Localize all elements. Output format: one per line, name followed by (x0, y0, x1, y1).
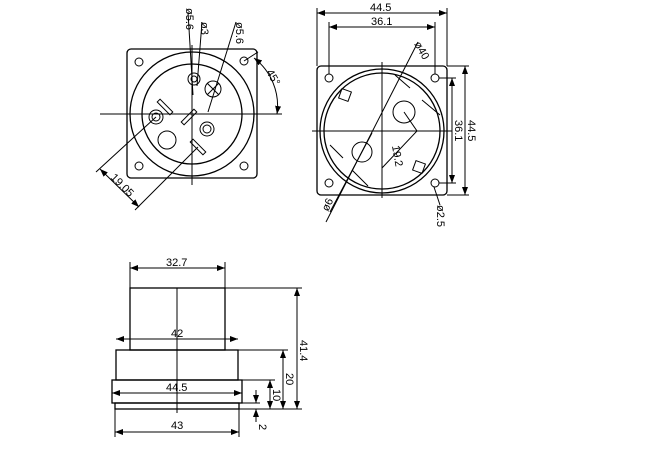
dim-flange-width: 44.5 (166, 382, 187, 394)
dim-base-height: 2 (256, 424, 268, 430)
rear-pin-hole (351, 141, 373, 163)
dim-pin-dia-c: ø5.6 (233, 22, 245, 44)
dim-flange-height: 10 (270, 389, 282, 401)
mount-hole (324, 73, 334, 83)
dim-width: 44.5 (370, 2, 391, 14)
pin-right (199, 121, 215, 137)
mount-hole (430, 73, 440, 83)
mount-hole (134, 57, 144, 67)
rear-pin-hole (392, 100, 416, 124)
dim-pin-dia-a: ø5.6 (183, 8, 195, 30)
dim-ext (134, 146, 199, 211)
leader (196, 21, 203, 87)
pin-right-inner (202, 124, 212, 134)
dim-line (99, 168, 140, 208)
dim-radius: 19.2 (389, 144, 405, 167)
rear-view: 44.5 36.1 ø40 19.2 ø6 ø2.5 36.1 44.5 (312, 2, 477, 227)
front-view: ø5.6 ø3 ø5.6 45° 19.05 (95, 8, 282, 211)
slot (180, 108, 198, 126)
rear-ribs (329, 74, 441, 187)
dim-mid-width: 42 (171, 328, 183, 340)
radius-line (381, 111, 418, 169)
mount-hole (239, 161, 249, 171)
ground-hole (157, 130, 177, 150)
leader (207, 21, 237, 113)
leader (187, 11, 194, 96)
dim-base-width: 43 (171, 420, 183, 432)
dim-hole-dia: ø2.5 (434, 205, 446, 227)
dim-height: 44.5 (465, 120, 477, 141)
terminal (411, 159, 427, 175)
dim-pin-dia: ø6 (320, 197, 336, 214)
mount-hole (239, 56, 249, 66)
pin-left (148, 109, 164, 125)
leader (325, 41, 419, 223)
mount-hole (324, 178, 334, 188)
leader (329, 132, 373, 213)
terminal (337, 87, 353, 103)
dim-hole-spacing-h: 36.1 (371, 16, 392, 28)
dim-circle-dia: ø40 (411, 40, 431, 62)
angle-arc (253, 57, 282, 115)
leader (433, 186, 441, 206)
dim-body-height: 20 (283, 373, 295, 385)
mount-hole (134, 161, 144, 171)
dim-hole-spacing-v: 36.1 (452, 120, 464, 141)
dim-pin-dia-b: ø3 (198, 22, 210, 35)
dim-total-height: 41.4 (297, 340, 309, 361)
angle-leader (243, 51, 259, 62)
mount-hole (430, 178, 440, 188)
pin-cross-mark (206, 82, 220, 96)
pin-top (187, 72, 201, 86)
pin-left-inner (151, 112, 161, 122)
dim-ext (95, 116, 157, 173)
dim-top-width: 32.7 (166, 257, 187, 269)
slot (156, 98, 174, 116)
side-view: 32.7 42 44.5 43 41.4 20 10 2 (111, 257, 309, 437)
pin-top-inner (190, 75, 198, 83)
dim-pin-spacing: 19.05 (108, 172, 136, 200)
